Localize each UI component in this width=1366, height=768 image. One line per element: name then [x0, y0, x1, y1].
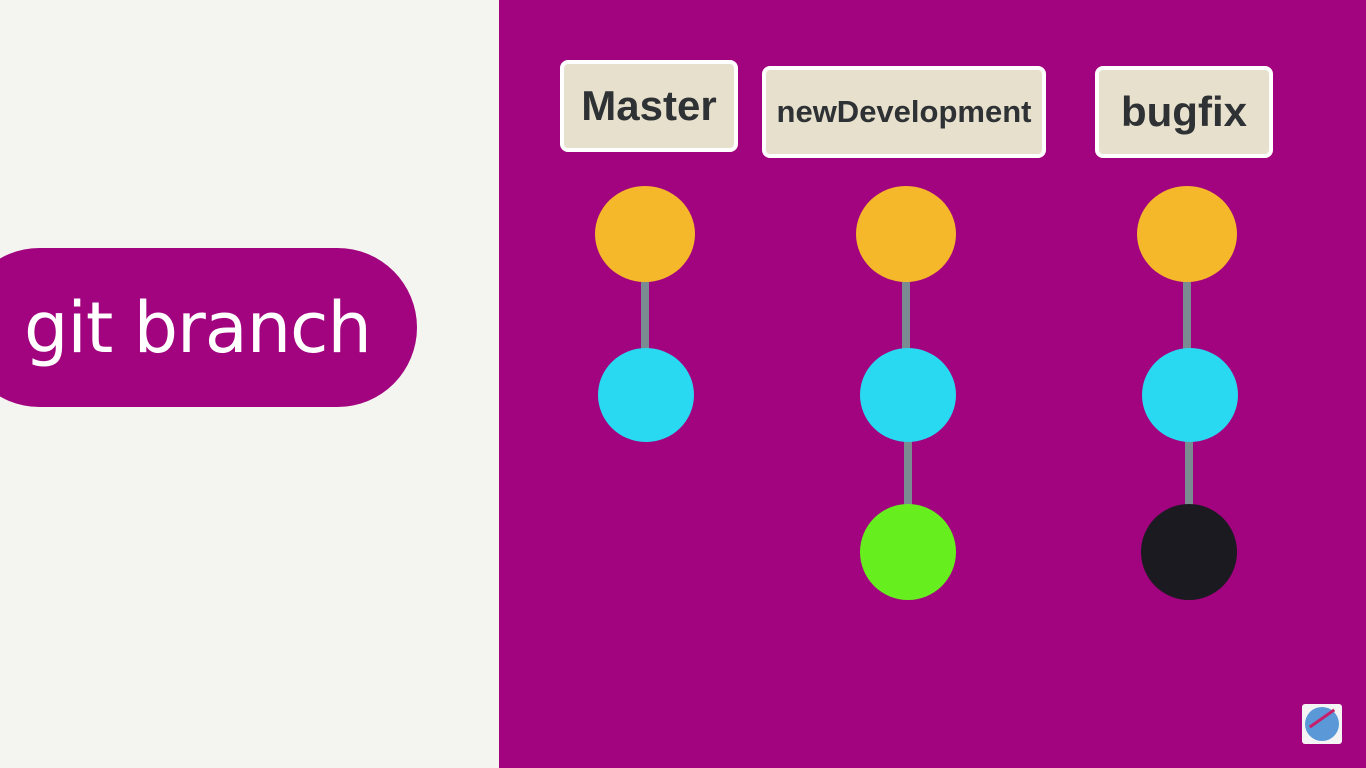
newdevelopment-connector-2 — [904, 438, 912, 506]
bugfix-connector-1 — [1183, 278, 1191, 350]
command-text: git branch — [24, 286, 372, 369]
newdevelopment-commit-1 — [856, 186, 956, 282]
master-commit-1 — [595, 186, 695, 282]
branch-label-master-text: Master — [581, 82, 717, 129]
master-connector-1 — [641, 278, 649, 350]
logo-slash — [1308, 708, 1336, 729]
bugfix-commit-1 — [1137, 186, 1237, 282]
command-pill: git branch — [0, 248, 417, 407]
master-commit-2 — [598, 348, 694, 442]
bugfix-commit-2 — [1142, 348, 1238, 442]
branch-label-bugfix-text: bugfix — [1121, 88, 1247, 135]
skeon-code-logo-icon — [1302, 704, 1342, 744]
branch-label-newdevelopment: newDevelopment — [762, 66, 1046, 158]
newdevelopment-connector-1 — [902, 278, 910, 350]
left-panel: git branch — [0, 0, 499, 768]
branch-label-bugfix: bugfix — [1095, 66, 1273, 158]
bugfix-connector-2 — [1185, 438, 1193, 506]
branch-label-newdevelopment-text: newDevelopment — [776, 94, 1032, 129]
branch-label-master: Master — [560, 60, 738, 152]
newdevelopment-commit-3 — [860, 504, 956, 600]
newdevelopment-commit-2 — [860, 348, 956, 442]
logo-blob — [1305, 707, 1339, 741]
bugfix-commit-3 — [1141, 504, 1237, 600]
